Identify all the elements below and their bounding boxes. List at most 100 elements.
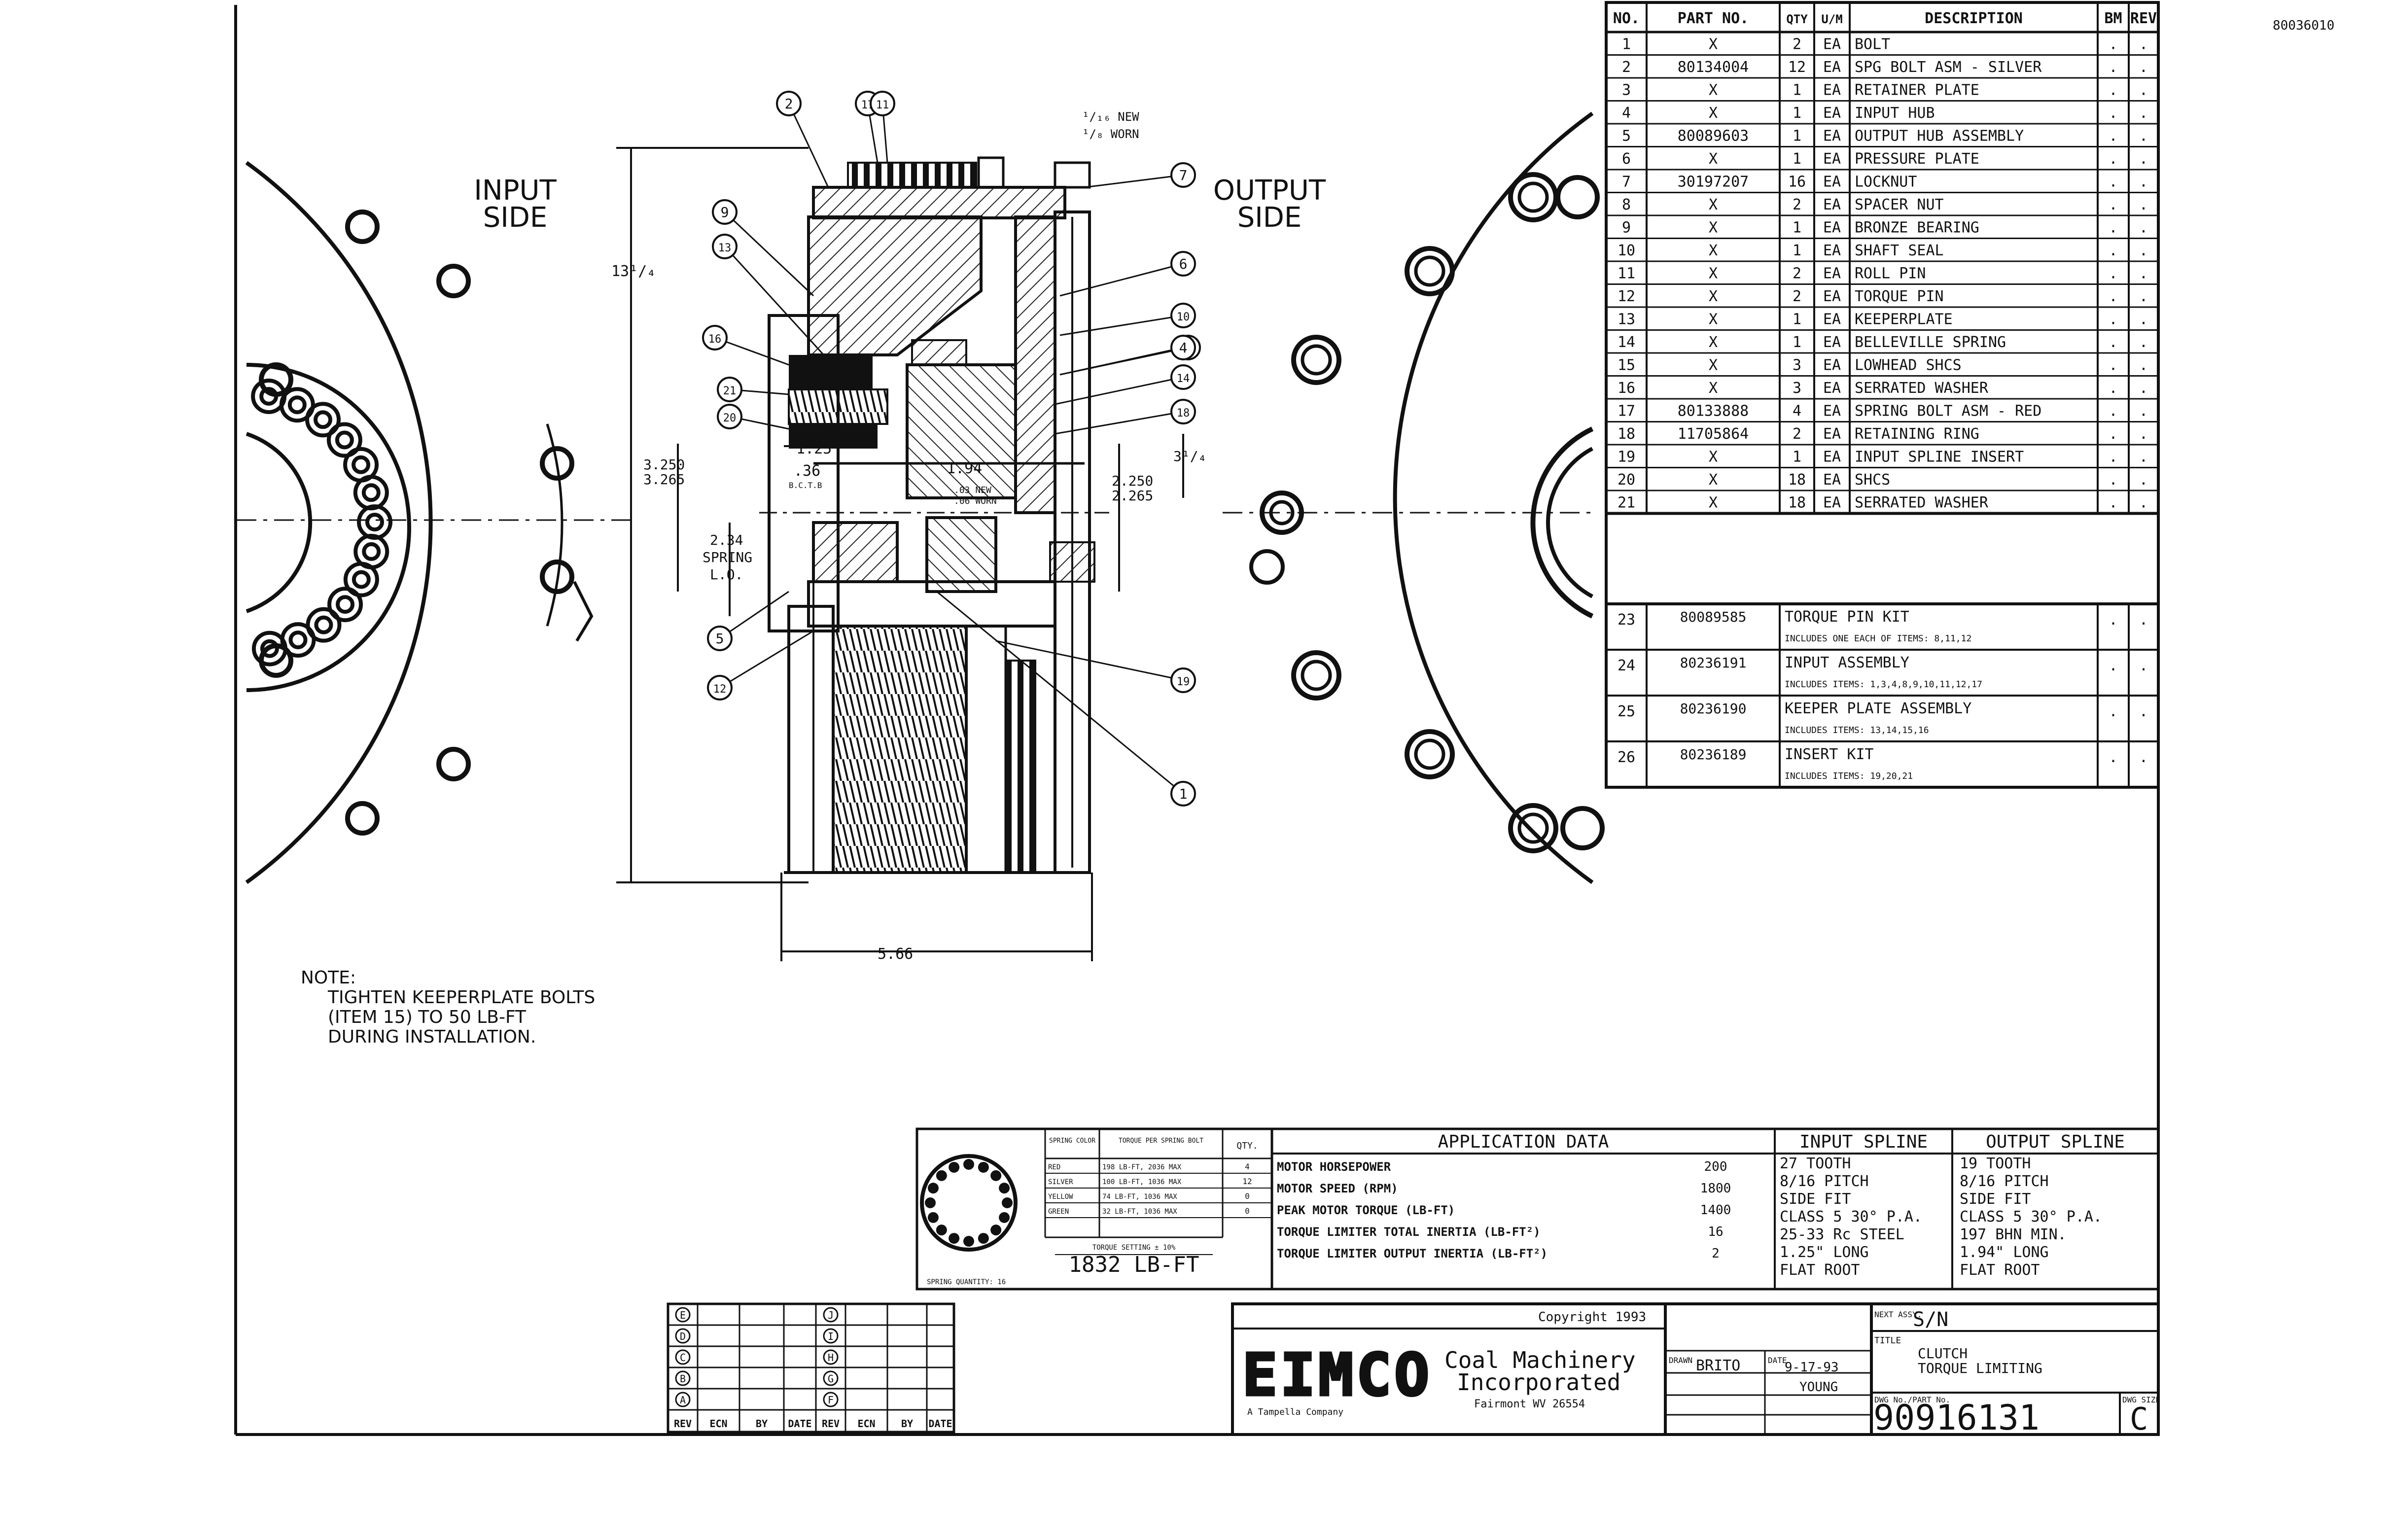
dim-36: .36	[794, 462, 820, 480]
bom-qty: 4	[1793, 403, 1801, 420]
balloon-label: 5	[716, 630, 724, 647]
bom-part-no: X	[1709, 265, 1718, 282]
input-spring-bolt-core	[362, 542, 381, 561]
spring-torque: 74 LB-FT, 1036 MAX	[1102, 1193, 1177, 1201]
bom-part-no: 30197207	[1678, 174, 1749, 191]
bom-um: EA	[1823, 449, 1841, 466]
installation-note: NOTE: TIGHTEN KEEPERPLATE BOLTS (ITEM 15…	[301, 968, 595, 1047]
bom-part-no: 80133888	[1678, 403, 1749, 420]
bom-rev-mark: .	[2139, 128, 2148, 145]
balloon-4: 4	[1059, 335, 1196, 376]
input-spring-bolt-hole	[251, 630, 287, 666]
bom-um: EA	[1823, 150, 1841, 168]
drawn-label: DRAWN	[1669, 1356, 1692, 1365]
input-spring-bolt-hole	[306, 607, 342, 643]
bom-header-6: BM	[2104, 10, 2122, 27]
bom-rev-mark: .	[2139, 150, 2148, 168]
bom-qty: 2	[1793, 265, 1801, 282]
bom-rev-mark: .	[2139, 174, 2148, 191]
rev-letter-circle	[675, 1349, 691, 1365]
input-spring-bolt-core	[361, 483, 381, 502]
balloon-label: 20	[723, 412, 737, 424]
bom-item-no: 14	[1618, 334, 1635, 351]
balloon-18: 18	[1055, 399, 1196, 435]
bom-description: SPRING BOLT ASM - RED	[1855, 403, 2041, 420]
output-bolt-hole	[1405, 729, 1455, 779]
input-spline-line: FLAT ROOT	[1780, 1261, 1860, 1279]
bom-part-no: X	[1709, 311, 1718, 328]
app-value: 16	[1708, 1225, 1723, 1239]
kit-item-no: 26	[1618, 749, 1635, 766]
balloon-19: 19	[995, 640, 1196, 693]
output-bolt-hole	[1291, 650, 1341, 700]
output-spline-line: 1.94" LONG	[1960, 1244, 2049, 1261]
bom-bm-mark: .	[2109, 196, 2117, 213]
input-spring-bolt-hole	[353, 475, 389, 511]
bom-part-no: X	[1709, 36, 1718, 53]
output-bolt-hole	[1508, 172, 1558, 222]
input-spring-bolt-core	[352, 570, 371, 589]
bom-part-no: X	[1709, 494, 1718, 512]
input-spline-title: INPUT SPLINE	[1799, 1132, 1928, 1152]
input-spline-line: 27 TOOTH	[1780, 1155, 1851, 1172]
rev-letter-circle	[823, 1370, 839, 1386]
bom-rev-mark: .	[2139, 82, 2148, 99]
bom-um: EA	[1823, 105, 1841, 122]
balloon-1: 1	[936, 591, 1196, 806]
input-bolt-holes	[259, 210, 574, 836]
title-line-2: TORQUE LIMITING	[1918, 1360, 2042, 1376]
bom-um: EA	[1823, 334, 1841, 351]
balloon-14: 14	[1055, 364, 1196, 405]
dim-overall-height: 13¹/₄	[611, 263, 656, 280]
rev-letter: G	[828, 1373, 834, 1385]
output-side-label-2: SIDE	[1237, 202, 1302, 234]
output-side-label-1: OUTPUT	[1213, 175, 1326, 207]
input-spring-bolt-hole	[326, 422, 362, 458]
bom-item-no: 6	[1622, 150, 1631, 168]
bom-bm-mark: .	[2109, 36, 2117, 53]
bom-um: EA	[1823, 265, 1841, 282]
input-spring-bolt-core	[352, 455, 371, 474]
bom-bm-mark: .	[2109, 128, 2117, 145]
input-bolt-hole	[345, 801, 380, 836]
bom-bm-mark: .	[2109, 425, 2117, 443]
bom-bm-mark: .	[2109, 82, 2117, 99]
bom-description: OUTPUT HUB ASSEMBLY	[1855, 128, 2024, 145]
rev-letter-circle	[675, 1370, 691, 1386]
size-label: DWG SIZE	[2122, 1395, 2160, 1404]
dimension-texts: 13¹/₄ 1.25 .36 B.C.T.B 1.94 .03 NEW .06 …	[611, 110, 1206, 963]
input-bolt-hole	[540, 446, 574, 481]
bom-description: BELLEVILLE SPRING	[1855, 334, 2006, 351]
side-labels: INPUT SIDE OUTPUT SIDE	[474, 175, 1326, 234]
rev-letter: C	[680, 1352, 686, 1364]
bom-part-no: X	[1709, 380, 1718, 397]
bom-um: EA	[1823, 128, 1841, 145]
kit-includes: INCLUDES ITEMS: 13,14,15,16	[1785, 725, 1929, 735]
input-side-label-2: SIDE	[483, 202, 548, 234]
app-param: MOTOR HORSEPOWER	[1277, 1160, 1391, 1174]
bom-description: SHCS	[1855, 471, 1890, 489]
bom-description: LOWHEAD SHCS	[1855, 357, 1962, 374]
bom-rev-mark: .	[2139, 219, 2148, 237]
top-right-stamp: 80036010	[2273, 18, 2334, 33]
balloon-label: 10	[1177, 311, 1190, 323]
bom-um: EA	[1823, 311, 1841, 328]
bom-part-no: 80089603	[1678, 128, 1749, 145]
checked-by: YOUNG	[1799, 1380, 1838, 1395]
bom-bm-mark: .	[2109, 334, 2117, 351]
bom-header-5: DESCRIPTION	[1925, 10, 2023, 27]
app-value: 2	[1712, 1246, 1720, 1261]
output-bolt-holes	[1249, 172, 1605, 853]
